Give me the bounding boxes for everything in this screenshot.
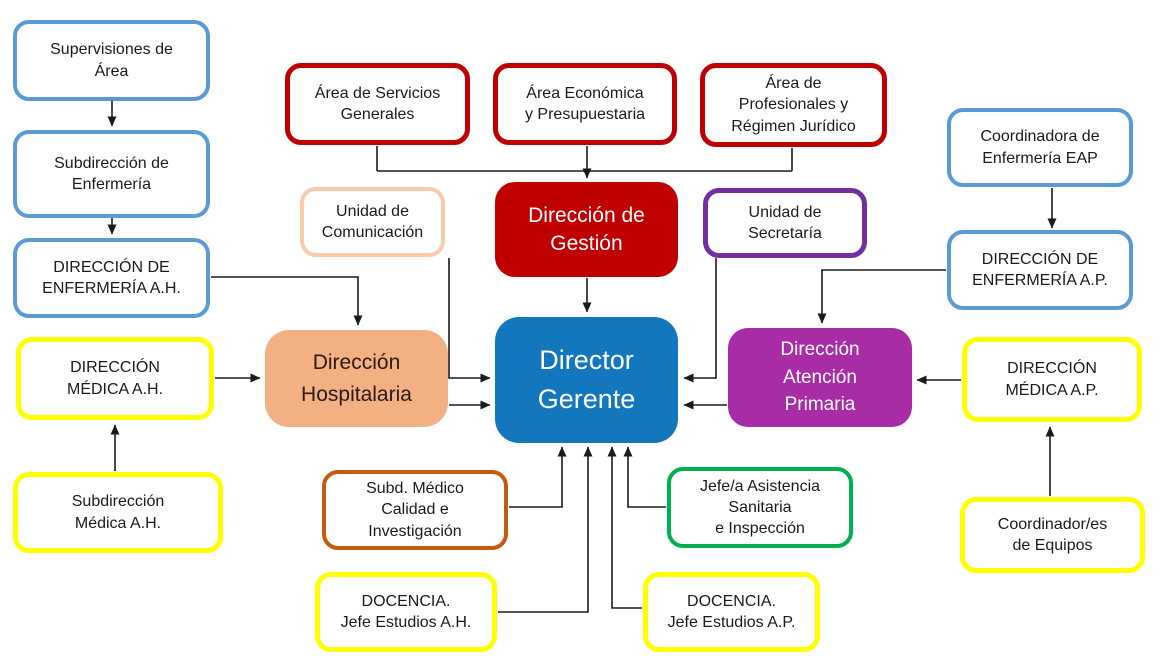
node-label: Dirección de Gestión <box>528 203 645 255</box>
connector-enfermeria-ah-to-hospitalaria <box>211 276 363 326</box>
node-label: DOCENCIA. Jefe Estudios A.P. <box>667 592 796 631</box>
node-subdireccion-medica-ah: Subdirección Médica A.H. <box>13 472 223 553</box>
node-label: DOCENCIA. Jefe Estudios A.H. <box>340 592 472 631</box>
node-area-profesionales: Área de Profesionales y Régimen Jurídico <box>700 63 887 147</box>
node-label: Área Económica y Presupuestaria <box>524 84 646 123</box>
connector-comunicacion-to-gerente <box>448 258 491 383</box>
node-label: Dirección Atención Primaria <box>780 339 860 416</box>
node-label: Subd. Médico Calidad e Investigación <box>366 480 464 540</box>
node-subd-medico-calidad: Subd. Médico Calidad e Investigación <box>322 470 508 550</box>
node-label: Coordinador/es de Equipos <box>997 515 1108 554</box>
node-direccion-gestion: Dirección de Gestión <box>495 182 678 277</box>
node-direccion-enfermeria-ap: DIRECCIÓN DE ENFERMERÍA A.P. <box>947 230 1133 310</box>
node-label: Unidad de Comunicación <box>321 202 424 241</box>
node-label: DIRECCIÓN DE ENFERMERÍA A.P. <box>972 250 1108 289</box>
node-label: Director Gerente <box>537 344 636 414</box>
connector-docencia-ah-to-gerente <box>498 446 593 613</box>
node-label: Coordinadora de Enfermería EAP <box>980 128 1100 167</box>
connector-subd-medico-to-gerente <box>509 446 567 508</box>
node-label: Jefe/a Asistencia Sanitaria e Inspección <box>699 477 821 538</box>
node-subdireccion-enfermeria: Subdirección de Enfermería <box>13 130 210 218</box>
node-supervisiones-area: Supervisiones de Área <box>13 20 210 101</box>
node-coordinadora-eap: Coordinadora de Enfermería EAP <box>947 108 1133 187</box>
node-direccion-medica-ah: DIRECCIÓN MÉDICA A.H. <box>16 337 214 420</box>
connector-enfermeria-ap-to-atencion-primaria <box>817 269 946 324</box>
connector-jefe-asistencia-to-gerente <box>623 446 666 508</box>
node-unidad-secretaria: Unidad de Secretaría <box>703 188 867 258</box>
node-label: Dirección Hospitalaria <box>301 351 412 406</box>
node-label: DIRECCIÓN DE ENFERMERÍA A.H. <box>42 258 181 297</box>
node-label: Subdirección de Enfermería <box>54 154 169 193</box>
node-direccion-atencion-primaria: Dirección Atención Primaria <box>728 328 912 427</box>
node-unidad-comunicacion: Unidad de Comunicación <box>300 187 445 257</box>
connector-secretaria-to-gerente <box>683 258 717 383</box>
connector-docencia-ap-to-gerente <box>607 446 642 609</box>
node-label: Subdirección Médica A.H. <box>71 493 165 532</box>
node-jefe-asistencia: Jefe/a Asistencia Sanitaria e Inspección <box>667 467 853 548</box>
node-coordinadores-equipos: Coordinador/es de Equipos <box>960 497 1145 573</box>
node-label: DIRECCIÓN MÉDICA A.P. <box>1005 360 1099 399</box>
node-director-gerente: Director Gerente <box>495 317 678 443</box>
node-area-servicios-generales: Área de Servicios Generales <box>285 63 470 145</box>
node-label: Supervisiones de Área <box>50 41 173 80</box>
node-label: Área de Profesionales y Régimen Jurídico <box>731 75 856 135</box>
node-label: Unidad de Secretaría <box>748 203 822 242</box>
node-docencia-ah: DOCENCIA. Jefe Estudios A.H. <box>315 572 497 652</box>
node-direccion-medica-ap: DIRECCIÓN MÉDICA A.P. <box>962 337 1142 422</box>
node-label: Área de Servicios Generales <box>314 84 441 123</box>
node-label: DIRECCIÓN MÉDICA A.H. <box>66 359 164 398</box>
node-docencia-ap: DOCENCIA. Jefe Estudios A.P. <box>643 572 820 652</box>
node-direccion-enfermeria-ah: DIRECCIÓN DE ENFERMERÍA A.H. <box>13 238 210 318</box>
node-direccion-hospitalaria: Dirección Hospitalaria <box>265 330 448 427</box>
node-area-economica: Área Económica y Presupuestaria <box>493 63 677 145</box>
